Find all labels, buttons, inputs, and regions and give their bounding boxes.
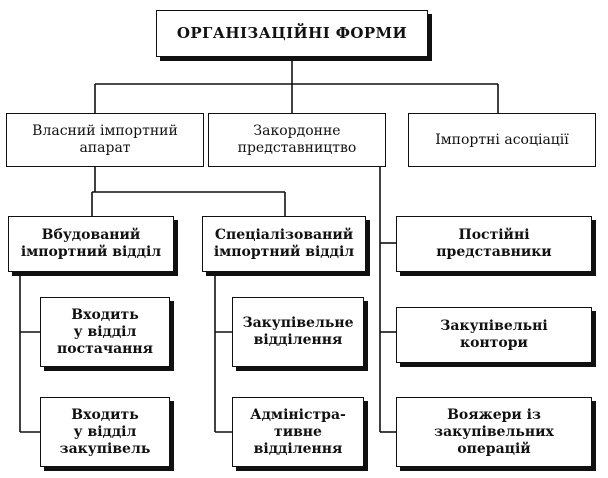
permanent-representatives-label: Постійні представники (436, 227, 552, 260)
supply-department-label: Входить у відділ постачання (56, 306, 153, 357)
root-node: ОРГАНІЗАЦІЙНІ ФОРМИ (156, 10, 428, 57)
purchasing-voyagers-label: Вояжери із закупівельних операцій (434, 406, 554, 457)
admin-division-label: Адміністра- тивне відділення (250, 406, 346, 457)
purchasing-department-node: Входить у відділ закупівель (40, 397, 170, 467)
root-node-label: ОРГАНІЗАЦІЙНІ ФОРМИ (176, 24, 408, 42)
purchasing-department-label: Входить у відділ закупівель (59, 406, 151, 457)
specialized-department-node: Спеціалізований імпортний відділ (202, 216, 366, 272)
supply-department-node: Входить у відділ постачання (40, 297, 170, 367)
purchasing-division-label: Закупівельне відділення (242, 315, 354, 348)
foreign-office-label: Закордонне представництво (237, 123, 357, 156)
foreign-office-node: Закордонне представництво (208, 113, 386, 167)
permanent-representatives-node: Постійні представники (396, 216, 592, 272)
import-associations-label: Імпортні асоціації (435, 131, 569, 148)
specialized-department-label: Спеціалізований імпортний відділ (213, 227, 355, 260)
import-associations-node: Імпортні асоціації (408, 113, 596, 167)
admin-division-node: Адміністра- тивне відділення (232, 397, 364, 467)
own-import-apparatus-node: Власний імпортний апарат (6, 113, 204, 167)
purchasing-division-node: Закупівельне відділення (232, 297, 364, 367)
purchasing-offices-label: Закупівельні контори (440, 318, 548, 351)
own-import-apparatus-label: Власний імпортний апарат (32, 123, 178, 156)
built-in-department-label: Вбудований імпортний відділ (20, 227, 162, 260)
built-in-department-node: Вбудований імпортний відділ (8, 216, 174, 272)
purchasing-offices-node: Закупівельні контори (396, 307, 592, 363)
purchasing-voyagers-node: Вояжери із закупівельних операцій (396, 397, 592, 467)
